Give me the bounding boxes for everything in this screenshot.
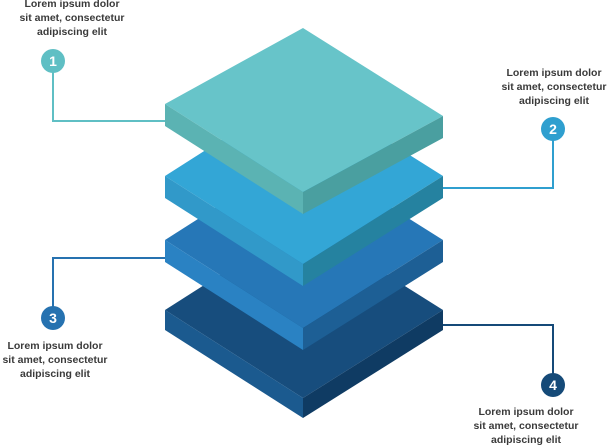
layer-3-left-face xyxy=(165,240,303,350)
step-caption-3: Lorem ipsum dolor sit amet, consectetur … xyxy=(0,339,135,381)
connector-line-3 xyxy=(52,257,165,318)
layer-4-left-face xyxy=(165,310,303,418)
layer-1-right-face xyxy=(303,116,443,214)
step-badge-4: 4 xyxy=(541,373,565,397)
step-badge-3: 3 xyxy=(41,306,65,330)
step-1-line-1: Lorem ipsum dolor xyxy=(24,0,120,10)
connector-line-4 xyxy=(443,324,554,383)
step-3-line-1: Lorem ipsum dolor xyxy=(7,340,103,352)
step-badge-2: 2 xyxy=(541,117,565,141)
step-badge-1-circle xyxy=(41,49,65,73)
stack-layer-1 xyxy=(165,28,443,214)
layer-1-left-face xyxy=(165,104,303,214)
connector-line-2 xyxy=(443,130,554,189)
step-3-line-2: sit amet, consectetur xyxy=(2,354,108,366)
step-badge-4-number: 4 xyxy=(549,377,557,393)
step-badge-2-number: 2 xyxy=(549,121,557,137)
step-badge-4-circle xyxy=(541,373,565,397)
step-badge-3-number: 3 xyxy=(49,310,57,326)
step-4-line-3: adipiscing elit xyxy=(490,434,561,446)
step-4-line-2: sit amet, consectetur xyxy=(473,420,579,432)
step-2-line-1: Lorem ipsum dolor xyxy=(506,67,602,79)
step-badge-2-circle xyxy=(541,117,565,141)
step-caption-4: Lorem ipsum dolor sit amet, consectetur … xyxy=(446,405,606,447)
layer-1-top-face xyxy=(165,28,443,192)
layer-2-right-face xyxy=(303,176,443,286)
step-badge-3-circle xyxy=(41,306,65,330)
layer-4-right-face xyxy=(303,310,443,418)
step-1-line-3: adipiscing elit xyxy=(36,26,107,38)
step-4-line-1: Lorem ipsum dolor xyxy=(478,406,574,418)
step-badge-1: 1 xyxy=(41,49,65,73)
step-caption-1: Lorem ipsum dolor sit amet, consectetur … xyxy=(0,0,152,39)
layer-3-right-face xyxy=(303,240,443,350)
step-3-line-3: adipiscing elit xyxy=(19,368,90,380)
connector-line-1 xyxy=(52,62,165,122)
step-badge-1-number: 1 xyxy=(49,53,57,69)
step-caption-2: Lorem ipsum dolor sit amet, consectetur … xyxy=(474,66,609,108)
step-2-line-2: sit amet, consectetur xyxy=(501,81,607,93)
step-1-line-2: sit amet, consectetur xyxy=(19,12,125,24)
step-2-line-3: adipiscing elit xyxy=(518,95,589,107)
layer-2-left-face xyxy=(165,176,303,286)
